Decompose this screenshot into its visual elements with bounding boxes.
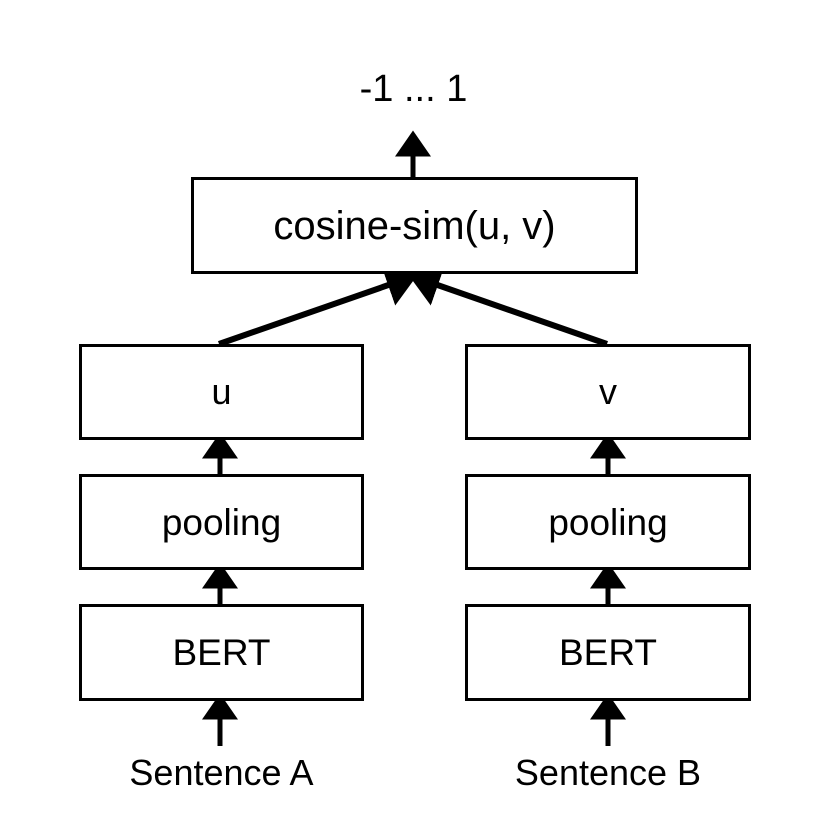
arrow-v-to-cosine (408, 264, 608, 347)
node-embedding-v: v (465, 344, 751, 440)
node-bert-b: BERT (465, 604, 751, 701)
node-bert-a: BERT (79, 604, 364, 701)
input-label-sentence-a: Sentence A (129, 752, 314, 793)
node-pooling-b: pooling (465, 474, 751, 570)
node-pooling-a: pooling (79, 474, 364, 570)
node-embedding-u: u (79, 344, 364, 440)
input-label-sentence-b: Sentence B (514, 752, 702, 793)
node-cosine-sim: cosine-sim(u, v) (191, 177, 638, 274)
output-score-label: -1 ... 1 (359, 68, 468, 110)
arrow-u-to-cosine (218, 264, 418, 347)
